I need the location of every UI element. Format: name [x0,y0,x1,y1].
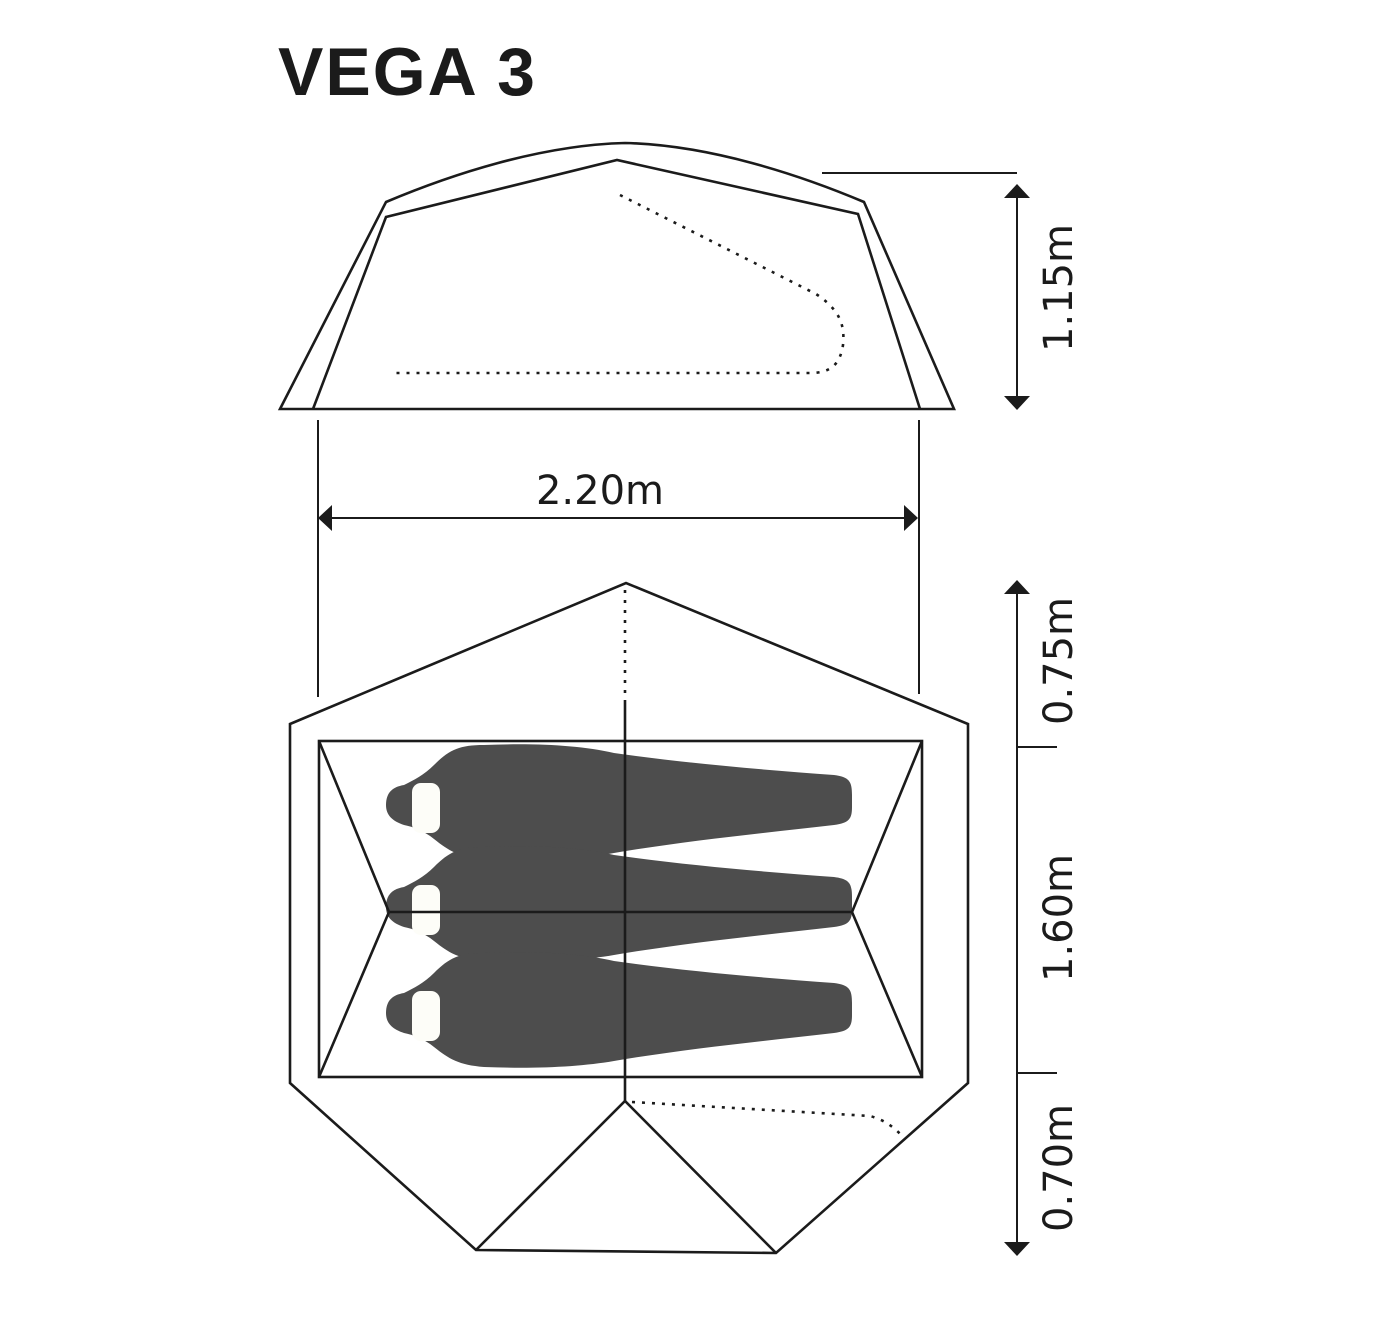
height-label: 1.15m [1036,224,1082,352]
rear-vestibule-panels [475,1099,777,1254]
rear-door-zip-dotted-line [631,1100,905,1139]
inner-tent-depth-label: 1.60m [1036,854,1082,982]
arrow-left-icon [318,505,332,531]
fly-footprint-outline [288,581,970,1255]
outer-fly-outline [277,141,956,411]
arrow-up-icon [1004,580,1030,594]
sleeping-bag-3 [386,952,852,1068]
arrow-down-icon [1004,1242,1030,1256]
side-view-elevation [277,141,956,411]
rear-vestibule-depth-label: 0.70m [1036,1104,1082,1232]
arrow-down-icon [1004,396,1030,410]
top-view-floor-plan [288,581,970,1255]
sleeping-bag-2 [386,846,852,962]
sleeping-bag-1 [386,744,852,860]
inner-tent-outline [311,158,922,410]
inner-tent-floor [317,739,924,1079]
arrow-up-icon [1004,184,1030,198]
sleeping-bags [386,744,852,1068]
front-vestibule-depth-label: 0.75m [1036,597,1082,725]
width-dimension: 2.20m [317,420,920,697]
door-zip-dotted-line [390,193,845,375]
width-label: 2.20m [536,468,664,514]
pole-lines [317,740,924,1078]
depth-dimension: 0.75m 1.60m 0.70m [1004,580,1082,1256]
product-title: VEGA 3 [278,34,537,110]
height-dimension: 1.15m [822,172,1082,410]
arrow-right-icon [904,505,918,531]
